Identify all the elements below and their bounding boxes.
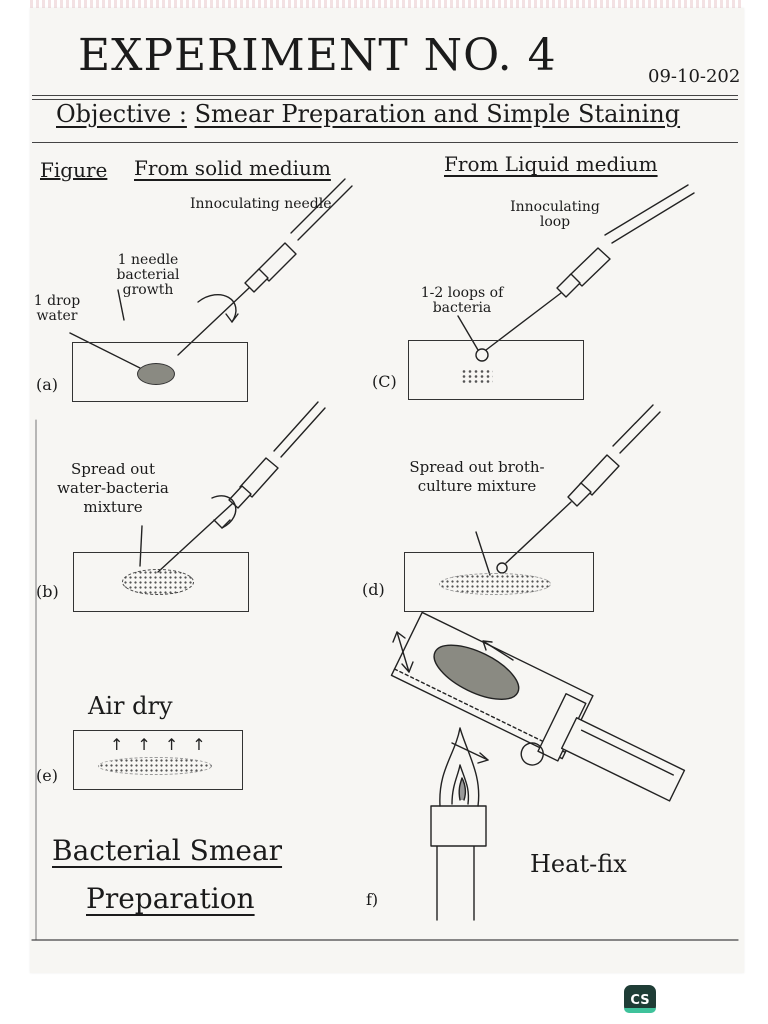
panel-label-d: (d) xyxy=(362,580,385,599)
smear-e xyxy=(98,757,212,775)
evaporation-arrows: ↑↑↑↑ xyxy=(110,735,220,754)
slide-c xyxy=(408,340,584,400)
panel-label-b: (b) xyxy=(36,582,59,601)
label-heat-fix: Heat-fix xyxy=(530,850,627,878)
inoculating-needle-a xyxy=(177,178,353,356)
label-drop-water: 1 drop water xyxy=(33,293,81,324)
panel-label-f: f) xyxy=(366,890,379,909)
panel-label-c: (C) xyxy=(372,372,397,391)
notebook-page xyxy=(30,8,744,973)
objective-rule xyxy=(32,142,738,143)
heat-arrow xyxy=(451,742,489,761)
objective-label: Objective : xyxy=(56,100,187,128)
label-air-dry: Air dry xyxy=(88,692,173,720)
inoculating-needle-b xyxy=(139,401,326,573)
label-spread-water-bacteria: Spread out water-bacteria mixture xyxy=(57,460,169,516)
slide-e: ↑↑↑↑ xyxy=(73,730,243,790)
growth-pointer-a xyxy=(117,289,125,321)
slide-d xyxy=(404,552,594,612)
smear-b xyxy=(122,569,194,595)
smear-d xyxy=(439,573,551,595)
bottom-title-line2: Preparation xyxy=(86,882,255,915)
heat-fix-slide xyxy=(390,611,686,802)
label-needle-growth: 1 needle bacterial growth xyxy=(116,252,180,298)
page-top-edge xyxy=(30,0,744,8)
bunsen-burner xyxy=(430,727,487,921)
motion-arrow-top xyxy=(482,640,514,661)
label-innoculating-loop: Innoculating loop xyxy=(510,199,600,230)
bacterial-drop-a xyxy=(137,363,175,385)
figure-label: Figure xyxy=(40,158,108,182)
slide-a xyxy=(72,342,248,402)
column-head-liquid: From Liquid medium xyxy=(444,152,658,176)
column-head-solid: From solid medium xyxy=(134,156,331,180)
inoculating-loop-c xyxy=(457,184,695,362)
panel-label-a: (a) xyxy=(36,375,59,394)
page-date: 09-10-202 xyxy=(648,66,741,87)
objective-text: Smear Preparation and Simple Staining xyxy=(194,100,681,128)
bacteria-dots-c xyxy=(461,369,493,385)
slide-b xyxy=(73,552,249,612)
label-loops-bacteria: 1-2 loops of bacteria xyxy=(420,285,504,316)
label-spread-broth-culture: Spread out broth-culture mixture xyxy=(409,458,545,495)
camscanner-badge: CS xyxy=(624,985,656,1013)
label-innoculating-needle: Innoculating needle xyxy=(190,196,332,212)
title-rule-bottom xyxy=(32,99,738,100)
page-title: EXPERIMENT NO. 4 xyxy=(78,30,557,81)
objective-line: Objective : Smear Preparation and Simple… xyxy=(56,100,680,128)
water-pointer-a xyxy=(69,332,141,369)
bottom-title-line1: Bacterial Smear xyxy=(52,834,283,867)
title-rule-top xyxy=(32,95,738,96)
panel-label-e: (e) xyxy=(36,766,58,785)
motion-arrow-left xyxy=(396,631,410,673)
